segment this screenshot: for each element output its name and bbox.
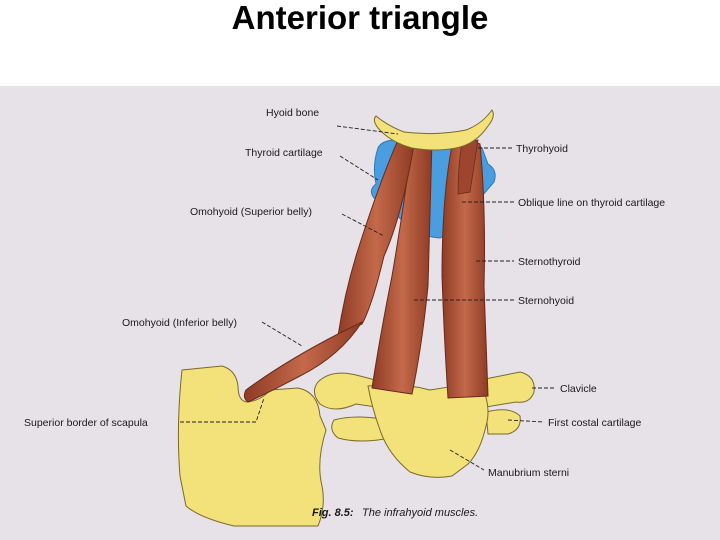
infrahyoid-diagram: Hyoid bone Thyroid cartilage Omohyoid (S… [24, 107, 665, 527]
leader-manubrium [449, 449, 485, 471]
label-clavicle: Clavicle [560, 383, 597, 395]
caption-number: Fig. 8.5: [312, 507, 354, 519]
leader-omohyoid-superior [341, 213, 385, 237]
hyoid-bone-shape [373, 109, 494, 151]
label-manubrium-sterni: Manubrium sterni [488, 467, 569, 479]
leader-costal-cartilage [507, 419, 545, 423]
first-costal-cartilage-shape [331, 409, 521, 442]
caption-text: The infrahyoid muscles. [362, 507, 478, 519]
label-oblique-line: Oblique line on thyroid cartilage [518, 197, 665, 209]
slide-title: Anterior triangle [231, 0, 489, 36]
figure-caption: Fig. 8.5: The infrahyoid muscles. [312, 503, 478, 520]
label-sternothyroid: Sternothyroid [518, 256, 581, 268]
label-superior-border-scapula: Superior border of scapula [24, 417, 148, 429]
leader-hyoid-bone [336, 125, 399, 135]
label-thyroid-cartilage: Thyroid cartilage [245, 147, 323, 159]
manubrium-shape [367, 381, 489, 478]
label-first-costal-cartilage: First costal cartilage [548, 417, 642, 429]
omohyoid-inferior-muscle [243, 320, 364, 403]
scapula-shape [177, 365, 327, 527]
leader-omohyoid-inferior [261, 321, 303, 347]
label-omohyoid-inferior: Omohyoid (Inferior belly) [122, 317, 237, 329]
leader-scapula [180, 397, 265, 423]
anatomy-figure: Hyoid bone Thyroid cartilage Omohyoid (S… [0, 86, 720, 540]
leader-thyroid-cartilage [339, 155, 379, 181]
thyrohyoid-muscle [457, 139, 479, 195]
label-omohyoid-superior: Omohyoid (Superior belly) [190, 206, 312, 218]
label-hyoid-bone: Hyoid bone [266, 107, 319, 119]
label-sternohyoid: Sternohyoid [518, 295, 574, 307]
label-thyrohyoid: Thyrohyoid [516, 143, 568, 155]
sternothyroid-muscle [441, 140, 489, 399]
